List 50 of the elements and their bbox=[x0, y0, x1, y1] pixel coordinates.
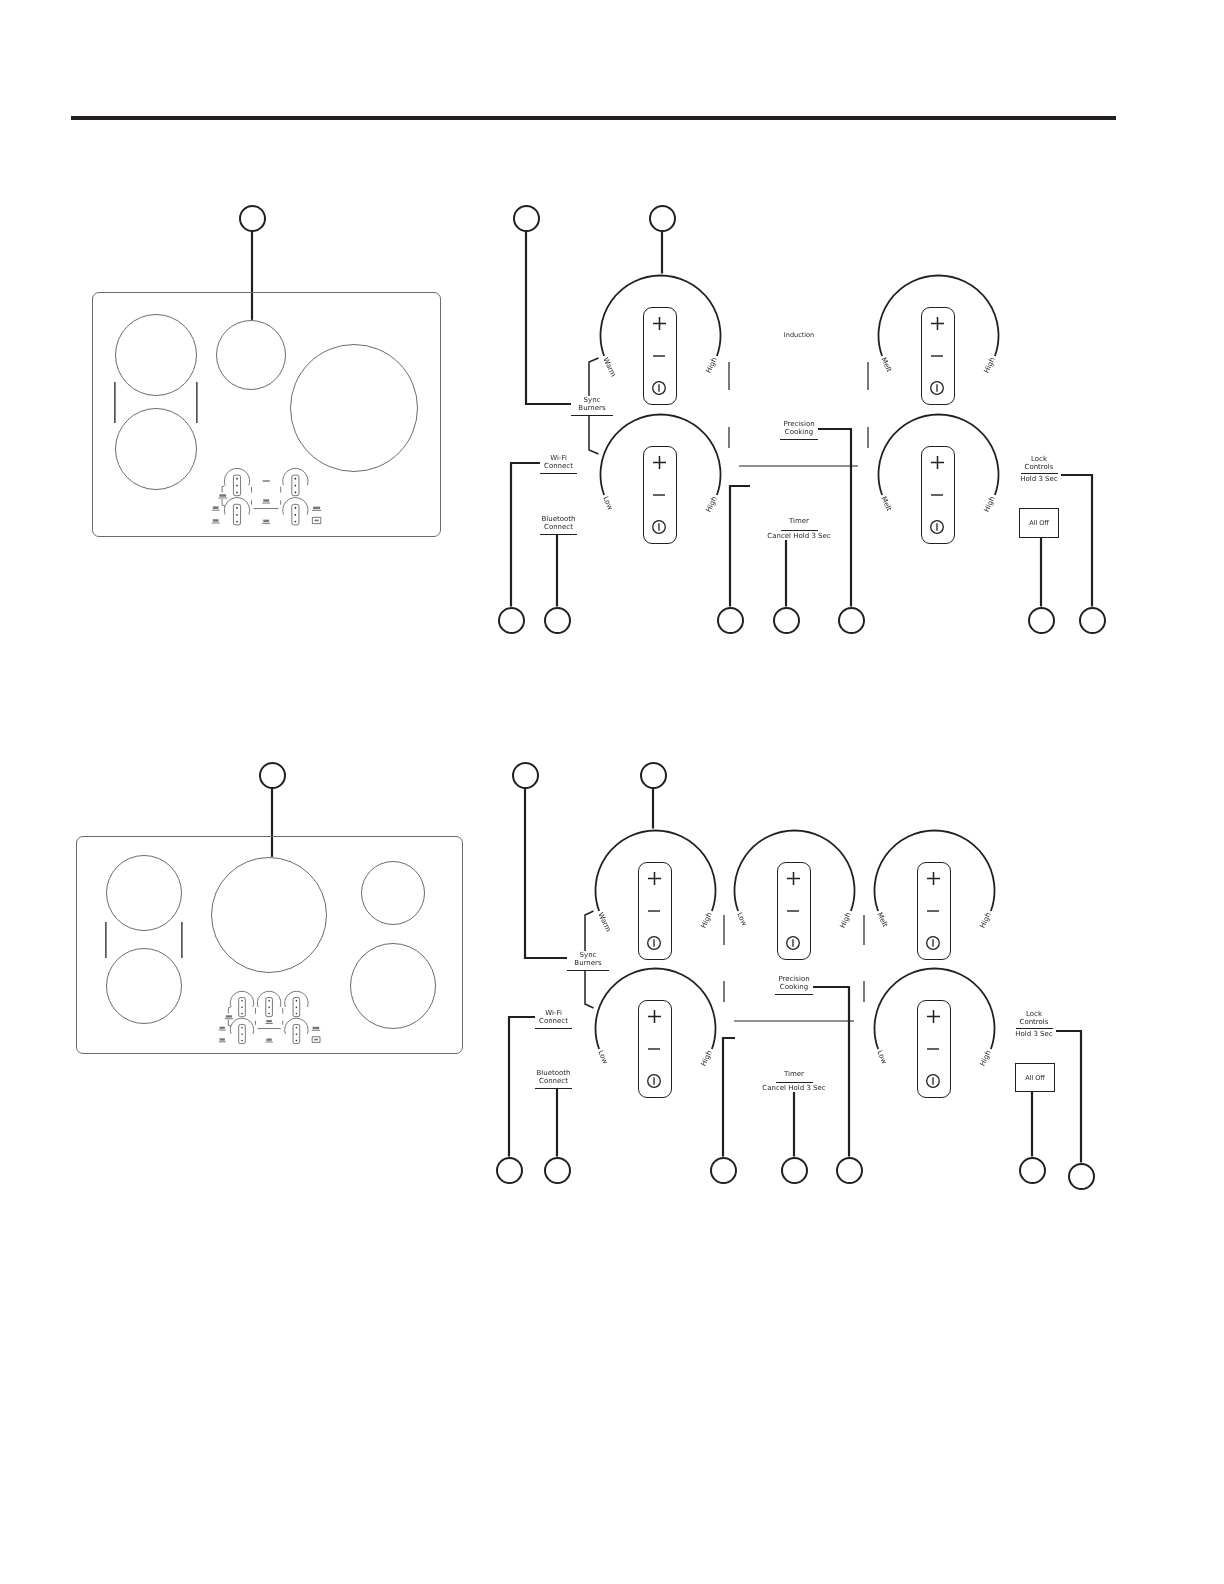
callout-circle bbox=[772, 606, 800, 634]
leader-line bbox=[813, 985, 851, 1157]
leader-line bbox=[784, 540, 788, 607]
callout-circle bbox=[543, 1156, 571, 1184]
bridge-line bbox=[196, 381, 198, 424]
leader-line bbox=[1039, 538, 1043, 607]
cooktop-outline bbox=[76, 836, 463, 1054]
callout-circle bbox=[497, 606, 525, 634]
bracket-line bbox=[584, 970, 595, 1009]
leader-line bbox=[728, 484, 750, 607]
callout-circle bbox=[1018, 1156, 1046, 1184]
bracket-line bbox=[588, 415, 600, 455]
callout-circle bbox=[835, 1156, 863, 1184]
leader-line bbox=[1030, 1092, 1034, 1157]
leader-line bbox=[1061, 473, 1094, 607]
leader-line bbox=[270, 788, 274, 857]
bracket-line bbox=[584, 910, 595, 952]
leader-line bbox=[250, 231, 254, 320]
callout-circle bbox=[1078, 606, 1106, 634]
leader-line bbox=[1056, 1029, 1083, 1163]
cooktop-outline bbox=[92, 292, 441, 537]
bracket-line bbox=[588, 357, 600, 397]
leader-line bbox=[507, 1015, 535, 1157]
callout-circle bbox=[238, 204, 266, 232]
leader-line bbox=[818, 427, 853, 607]
leader-line bbox=[555, 1089, 559, 1157]
callout-circle bbox=[639, 761, 667, 789]
leader-line bbox=[721, 1036, 735, 1157]
leader-line bbox=[792, 1092, 796, 1157]
leader-line bbox=[651, 788, 655, 829]
leader-line bbox=[524, 231, 571, 406]
leader-line bbox=[555, 535, 559, 607]
leader-line bbox=[523, 788, 567, 960]
leader-line bbox=[660, 231, 664, 274]
bridge-line bbox=[181, 921, 183, 959]
callout-circle bbox=[512, 204, 540, 232]
callout-circle bbox=[1067, 1162, 1095, 1190]
bridge-line bbox=[114, 381, 116, 424]
bridge-line bbox=[105, 921, 107, 959]
callout-circle bbox=[1027, 606, 1055, 634]
callout-circle bbox=[709, 1156, 737, 1184]
callout-circle bbox=[780, 1156, 808, 1184]
callout-circle bbox=[511, 761, 539, 789]
callout-circle bbox=[837, 606, 865, 634]
leader-line bbox=[509, 461, 540, 607]
callout-circle bbox=[258, 761, 286, 789]
callout-circle bbox=[543, 606, 571, 634]
callout-circle bbox=[648, 204, 676, 232]
callout-circle bbox=[716, 606, 744, 634]
callout-circle bbox=[495, 1156, 523, 1184]
